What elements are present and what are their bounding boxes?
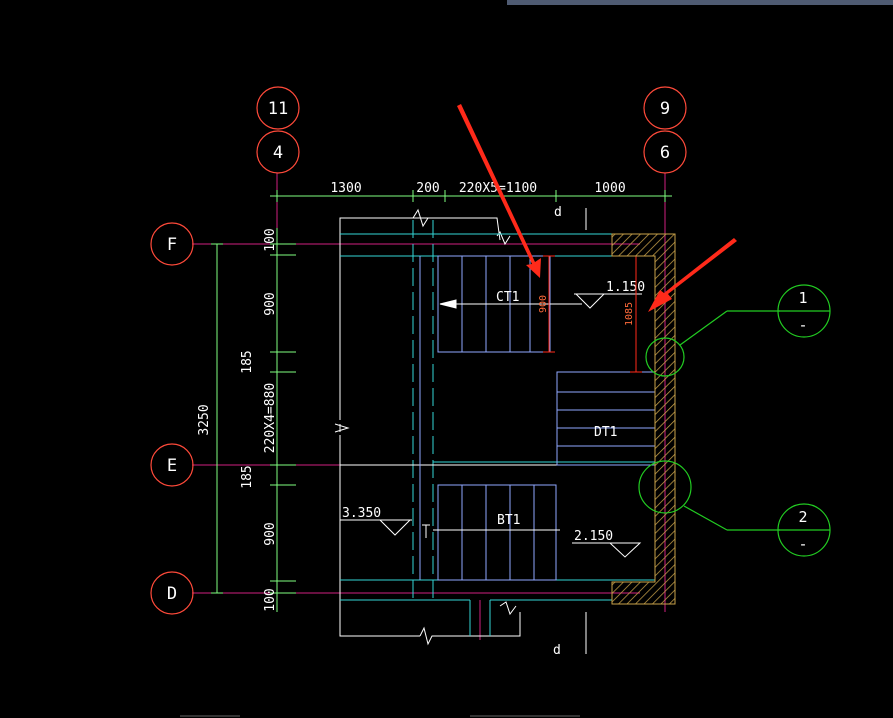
dim-red-1085: 1085 [624,302,635,326]
dim-top-1300: 1300 [330,181,361,196]
red-dimension-texts: 900 1085 [538,295,635,326]
dim-left-185-bottom: 185 [240,465,255,488]
dim-top-1000: 1000 [594,181,625,196]
arrow-icon-right [648,238,737,312]
arrow-icon-left [457,104,541,278]
axis-label-e: E [167,456,177,476]
callout-2-sheet: - [798,535,807,553]
callout-2-number: 2 [798,508,807,526]
label-d-bottom: d [553,643,561,658]
top-dimension-chain [270,190,672,202]
elevation-marks [340,293,642,558]
stair-direction-arrow [439,299,582,309]
elevation-texts: 1.150 3.350 2.150 [342,280,645,544]
dim-left-880: 220X4=880 [263,383,278,453]
axis-label-4: 4 [273,143,283,163]
dim-left-3250: 3250 [197,404,212,435]
dim-left-185-top: 185 [240,350,255,373]
dim-left-100-bottom: 100 [263,588,278,611]
callout-texts: 1 - 2 - [798,289,807,553]
callout-1-number: 1 [798,289,807,307]
elevation-2150: 2.150 [574,529,613,544]
dim-left-900-bottom: 900 [263,522,278,545]
elevation-3350: 3.350 [342,506,381,521]
wall-outlines [334,208,587,654]
dim-top-200: 200 [416,181,439,196]
stair-labels: CT1 DT1 BT1 d d [496,205,617,658]
dim-left-900-top: 900 [263,292,278,315]
label-bt1: BT1 [497,513,520,528]
axis-label-6: 6 [660,143,670,163]
axis-label-f: F [167,235,177,255]
label-dt1: DT1 [594,425,617,440]
axis-bubble-labels: 11 4 9 6 F E D [167,99,670,604]
axis-label-9: 9 [660,99,670,119]
callout-1-sheet: - [798,316,807,334]
axis-label-d: D [167,584,177,604]
hatched-wall [611,233,676,605]
left-dimension-texts: 3250 100 900 185 220X4=880 185 900 100 [197,228,278,611]
dim-left-100-top: 100 [263,228,278,251]
left-dimension-chains [211,228,296,612]
axis-bubbles [150,86,687,615]
dim-red-900: 900 [538,295,549,313]
section-callouts [638,284,831,557]
annotation-arrows [457,104,737,312]
top-dimension-texts: 1300 200 220X5=1100 1000 [330,181,625,196]
label-d-top: d [554,205,562,220]
label-ct1: CT1 [496,290,519,305]
window-title-bar [507,0,893,5]
elevation-1150: 1.150 [606,280,645,295]
axis-label-11: 11 [268,99,288,119]
